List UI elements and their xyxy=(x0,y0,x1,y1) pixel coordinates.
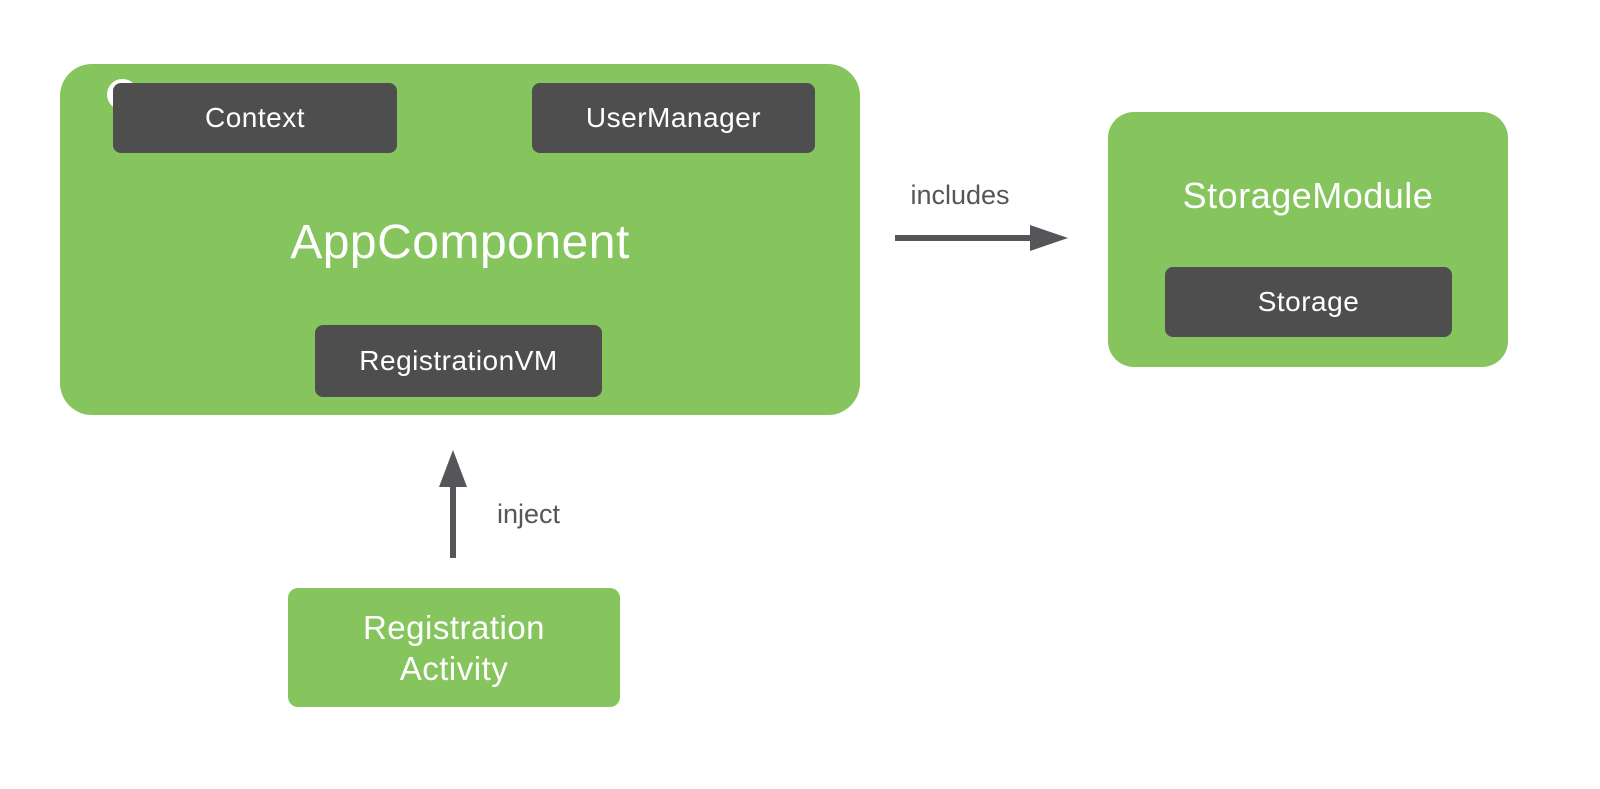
app-component-title: AppComponent xyxy=(290,216,630,269)
storage-label: Storage xyxy=(1257,286,1360,317)
user-manager-chip: UserManager xyxy=(532,83,815,153)
user-manager-label: UserManager xyxy=(585,102,762,133)
registration-activity-label-line1: Registration xyxy=(362,608,546,646)
storage-module-title: StorageModule xyxy=(1182,175,1434,216)
registration-vm-chip: RegistrationVM xyxy=(315,325,602,397)
inject-arrow-icon xyxy=(439,450,467,558)
inject-edge-label: inject xyxy=(497,499,561,529)
includes-edge-label: includes xyxy=(910,180,1010,210)
context-label: Context xyxy=(205,102,305,133)
context-chip: Context xyxy=(113,83,397,153)
registration-vm-label: RegistrationVM xyxy=(359,345,558,376)
storage-module-node: StorageModule Storage xyxy=(1108,112,1508,367)
includes-arrow-icon xyxy=(895,225,1068,251)
app-component-node: Context UserManager AppComponent Registr… xyxy=(60,64,860,415)
storage-chip: Storage xyxy=(1165,267,1452,337)
registration-activity-node: Registration Activity xyxy=(288,588,620,707)
registration-activity-label-line2: Activity xyxy=(399,649,509,687)
